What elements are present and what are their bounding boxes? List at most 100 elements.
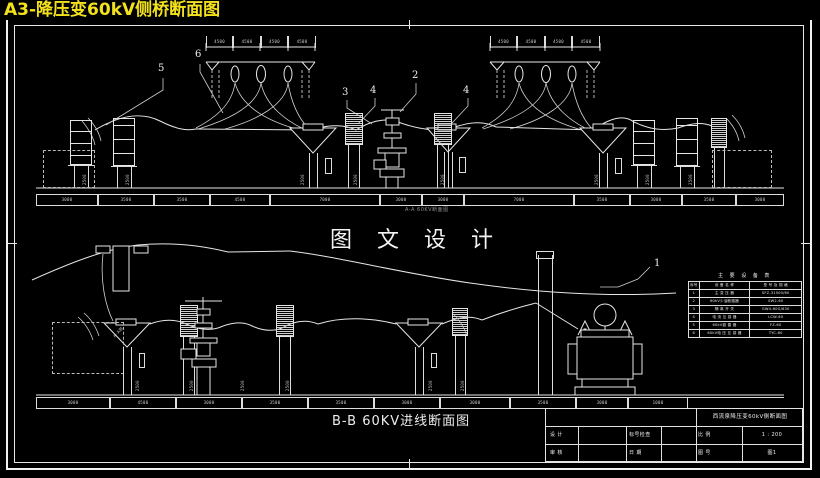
dim-rule-top <box>36 194 784 195</box>
arrester-2-leg-a <box>117 166 118 188</box>
arrester-1-base <box>68 165 94 166</box>
vdim-7: 2500 <box>645 174 650 185</box>
ct-1-leg-a <box>348 145 349 188</box>
table-row: 6 60kV电 压 互 感 器 TYC-60 <box>688 329 802 338</box>
bb-insulator-3 <box>452 308 468 336</box>
disc-1-leg-b <box>317 153 318 188</box>
bb-pole-left <box>538 255 539 395</box>
tb-vline-4 <box>742 426 743 461</box>
arrester-3-leg-a <box>637 165 638 188</box>
arrester-4-leg-a <box>680 166 681 188</box>
arrester-4-base <box>674 166 700 167</box>
arrester-2-leg-b <box>131 166 132 188</box>
bb-ins-3-leg-a <box>455 336 456 395</box>
section-bb-caption: B-B 60KV进线断面图 <box>332 414 471 429</box>
callout-5: 5 <box>158 63 165 74</box>
vdim-5: 2500 <box>440 174 445 185</box>
dashed-building-left <box>43 150 95 188</box>
bb-dim-rule-bottom <box>36 408 784 409</box>
ct-2-leg-b <box>448 145 449 188</box>
arrester-1-leg-b <box>88 165 89 188</box>
bb-dimension-strip: 3000 4500 3000 3500 3500 3000 3000 3500 … <box>36 397 784 409</box>
table-row: 2 60kV少油断路器 SW2-60 <box>688 297 802 306</box>
tb-label-drawing-no: 图 号 <box>698 450 711 456</box>
bb-dim-rule-top <box>36 397 784 398</box>
vdim-6: 2500 <box>594 174 599 185</box>
arrester-stack-1 <box>70 120 92 165</box>
gantry-dim-strip-left: 4500 4500 4500 4500 <box>206 36 316 48</box>
aa-callout-leaders <box>0 0 820 225</box>
gdim-3: 4500 <box>269 39 280 44</box>
arrester-3-leg-b <box>651 165 652 188</box>
equipment-table-title: 主 要 设 备 表 <box>718 273 772 279</box>
arrester-1-leg-a <box>74 165 75 188</box>
disc-1-mech <box>325 158 332 174</box>
ct-1-leg-b <box>359 145 360 188</box>
gdim-4: 4500 <box>296 39 308 44</box>
dim-b7: 3000 <box>469 400 481 405</box>
tb-label-design: 设 计 <box>550 432 563 438</box>
eq-no: 4 <box>688 313 700 322</box>
tb-vline-2 <box>626 426 627 461</box>
transformer-geometry <box>0 225 820 396</box>
gdim-2: 4500 <box>241 39 253 44</box>
dim-b3: 3000 <box>203 400 215 405</box>
ct-insulator-1 <box>345 113 363 145</box>
vdim-8: 2500 <box>688 174 693 185</box>
pt-right-leg-b <box>724 148 725 188</box>
tb-vline-1 <box>578 426 579 461</box>
table-row: 3 隔 离 开 关 GW4-60G/630 <box>688 305 802 314</box>
table-row: 1 主 变 压 器 SFZ-31500/60 <box>688 289 802 298</box>
gdim-5: 4500 <box>498 39 509 44</box>
callout-2: 2 <box>412 70 419 81</box>
section-aa-caption: A-A 60KV断面图 <box>405 207 449 213</box>
vdim-4: 2500 <box>353 174 358 185</box>
callout-4-left: 4 <box>370 85 377 96</box>
dim-b8: 3500 <box>537 400 549 405</box>
eq-spec: LCW-60 <box>749 313 802 322</box>
bb-ins-2-leg-a <box>279 337 280 395</box>
dim-a12: 3000 <box>754 197 766 202</box>
dim-a6: 3000 <box>395 197 407 202</box>
callout-6: 6 <box>195 49 202 60</box>
eq-spec: FZ-60 <box>749 321 802 330</box>
dim-a9: 3500 <box>596 197 608 202</box>
tb-vline-3 <box>661 426 662 461</box>
arrester-stack-2 <box>113 118 135 166</box>
bb-ins-3-leg-b <box>465 336 466 395</box>
bb-disc-1-leg-a <box>123 347 124 395</box>
eq-spec: SW2-60 <box>749 297 802 306</box>
disc-3-leg-b <box>607 153 608 188</box>
dim-b9: 3000 <box>596 400 608 405</box>
arrester-4-leg-b <box>694 166 695 188</box>
disc-2-mech <box>459 157 466 173</box>
gantry-dim-strip-right: 4500 4500 4500 4500 <box>490 36 600 48</box>
gdim-1: 4500 <box>214 39 225 44</box>
table-row: 5 60kV避 雷 器 FZ-60 <box>688 321 802 330</box>
ct-2-leg-a <box>437 145 438 188</box>
tb-label-scale: 比 例 <box>698 432 711 438</box>
bb-insulator-1 <box>180 305 198 337</box>
bb-disc-1-mech <box>139 353 145 368</box>
eq-name: 隔 离 开 关 <box>698 305 751 314</box>
dim-b5: 3500 <box>335 400 347 405</box>
tb-hline-1 <box>546 426 802 427</box>
disc-2-leg-a <box>444 152 445 188</box>
eq-col-spec: 型 号 及 规 格 <box>749 281 802 290</box>
dim-b2: 4500 <box>137 400 149 405</box>
dim-a7: 3000 <box>437 197 449 202</box>
tb-label-approve: 审 核 <box>550 450 563 456</box>
bb-vdim-2: 2500 <box>189 380 194 391</box>
tb-value-drawing-no: 图1 <box>767 450 777 456</box>
dim-rule-bottom <box>36 205 784 206</box>
eq-name: 60kV避 雷 器 <box>698 321 751 330</box>
bb-vdim-5: 2500 <box>428 380 433 391</box>
ct-insulator-2 <box>434 113 452 145</box>
bb-ins-1-leg-a <box>183 337 184 395</box>
disc-3-leg-a <box>599 153 600 188</box>
eq-name: 60kV电 压 互 感 器 <box>698 329 751 338</box>
bb-disc-2-leg-a <box>415 347 416 395</box>
callout-3: 3 <box>342 87 349 98</box>
tb-label-date: 日 期 <box>629 450 642 456</box>
